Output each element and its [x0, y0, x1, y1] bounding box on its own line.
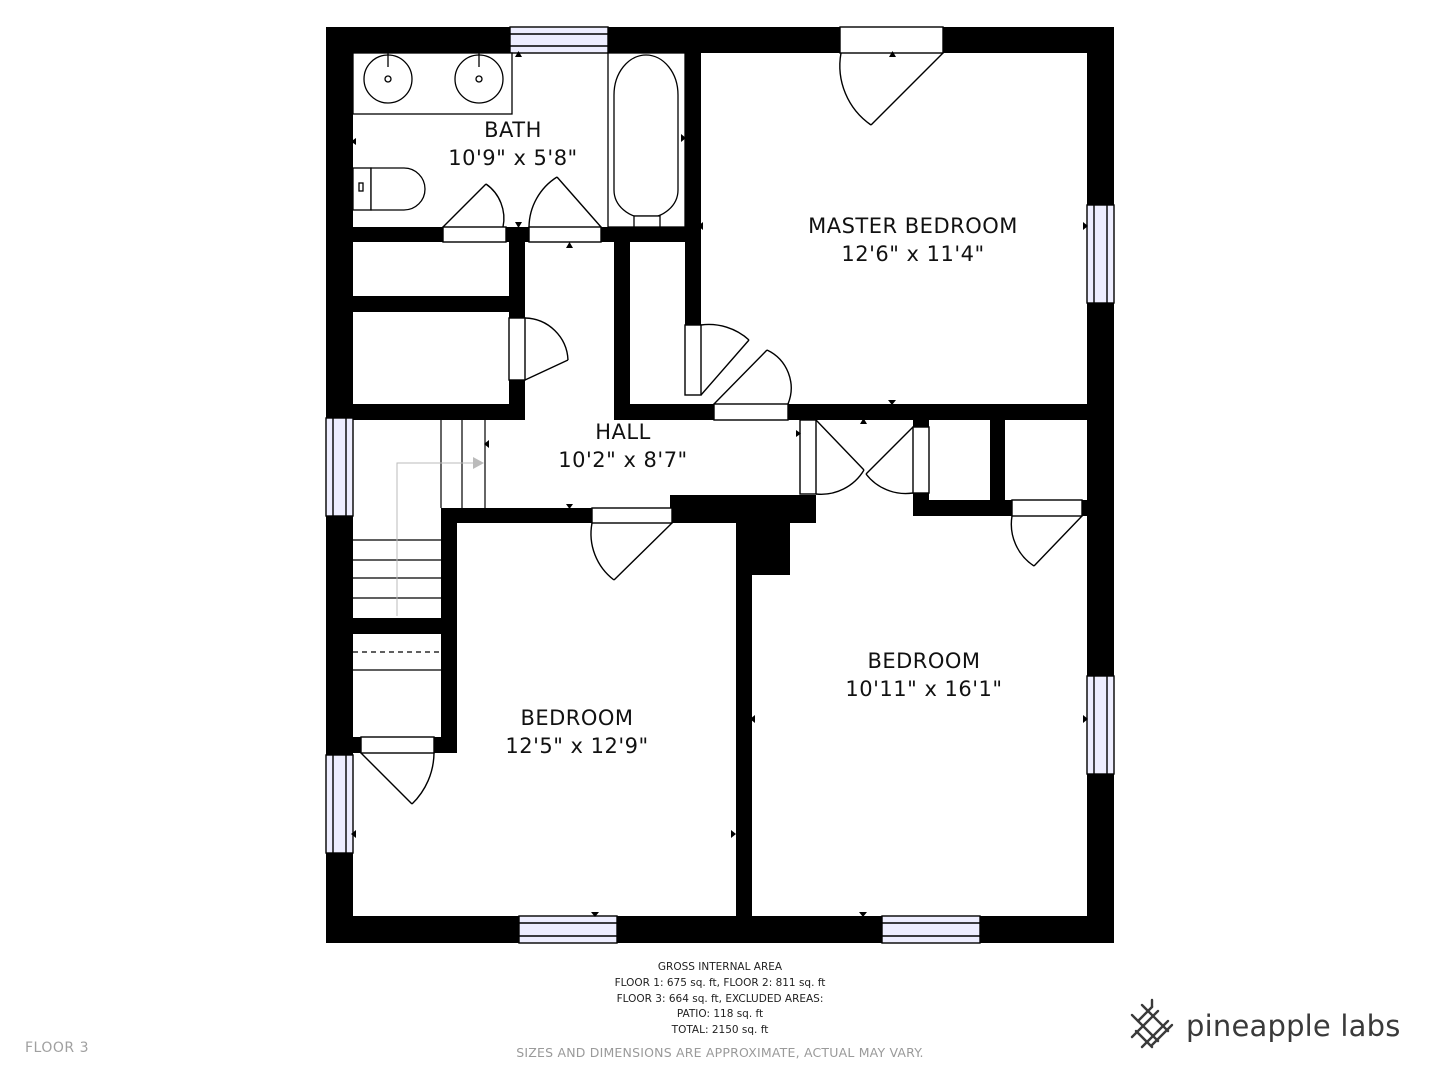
bedroom-left-name: BEDROOM [520, 706, 633, 730]
bath-name: BATH [484, 118, 542, 142]
bedroom-right-name: BEDROOM [867, 649, 980, 673]
master-bedroom-dims: 12'6" x 11'4" [841, 242, 984, 266]
pineapple-lattice-icon [1130, 998, 1174, 1049]
toilet-bowl [370, 167, 426, 211]
room-labels: BATH 10'9" x 5'8" MASTER BEDROOM 12'6" x… [448, 118, 1018, 758]
window-bedroom-right-bottom [881, 915, 981, 944]
disclaimer: SIZES AND DIMENSIONS ARE APPROXIMATE, AC… [516, 1045, 924, 1060]
bath-dims: 10'9" x 5'8" [448, 146, 577, 170]
windows [325, 26, 1115, 944]
staircase [353, 420, 486, 671]
door-openings [360, 26, 1083, 754]
area-line: GROSS INTERNAL AREA [657, 961, 783, 973]
dimension-markers [351, 51, 1088, 917]
brand-logo: pineapple labs [1128, 996, 1401, 1056]
bedroom-left-dims: 12'5" x 12'9" [505, 734, 648, 758]
bedroom-right-dims: 10'11" x 16'1" [845, 677, 1002, 701]
hall-dims: 10'2" x 8'7" [558, 448, 687, 472]
window-bedroom-left-bottom [518, 915, 618, 944]
area-line: FLOOR 3: 664 sq. ft, EXCLUDED AREAS: [616, 992, 824, 1005]
bath-fixtures [352, 52, 686, 228]
brand-name: pineapple labs [1186, 1009, 1401, 1043]
window-master-right [1086, 204, 1115, 304]
window-bedroom-left-side [325, 754, 354, 854]
window-bedroom-right-side [1086, 675, 1115, 775]
area-line: FLOOR 1: 675 sq. ft, FLOOR 2: 811 sq. ft [614, 976, 826, 989]
master-bedroom-name: MASTER BEDROOM [808, 214, 1018, 238]
area-line: PATIO: 118 sq. ft [676, 1008, 764, 1021]
floor-label: FLOOR 3 [25, 1040, 89, 1056]
interior-walls [326, 27, 1114, 928]
gross-area-summary: GROSS INTERNAL AREA FLOOR 1: 675 sq. ft,… [520, 960, 920, 1039]
window-bath-top [509, 26, 609, 54]
door-swings [360, 52, 1083, 805]
hall-name: HALL [595, 420, 651, 444]
area-line: TOTAL: 2150 sq. ft [671, 1024, 769, 1037]
window-stair-left [325, 417, 354, 517]
